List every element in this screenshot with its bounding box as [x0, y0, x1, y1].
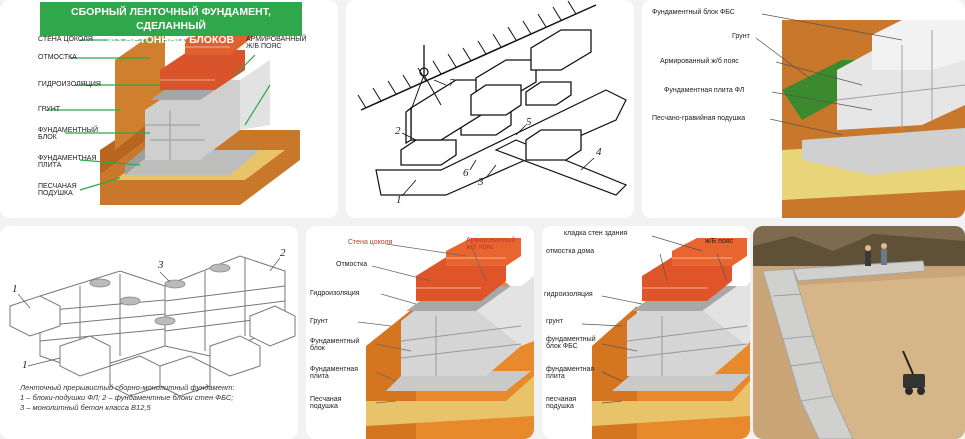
- label-block-line-2: блок ФБС: [546, 343, 578, 351]
- intermittent-foundation-drawing: [9, 255, 296, 397]
- label-block-fbs: фундаментный блок ФБС: [546, 336, 596, 351]
- label-block-line-1: ФУНДАМЕНТНЫЙ: [38, 127, 99, 134]
- caption-line-3: 3 – монолитный бетон класса В12,5: [20, 403, 151, 412]
- label-reinforced-belt: Армированный ж/б пояс: [466, 237, 515, 252]
- label-belt-line-1: Армированный: [466, 237, 516, 244]
- label-plinth-wall: Стена цоколя: [348, 239, 393, 246]
- label-blind-area: ОТМОСТКА: [38, 54, 77, 61]
- label-soil: Грунт: [732, 33, 750, 40]
- image-card-intermittent-foundation[interactable]: 1 1 2 3 Ленточный прерывистый сборно-мон…: [0, 226, 298, 439]
- drawing-number-5: 5: [526, 116, 532, 128]
- image-card-block-drawing[interactable]: 1 2 3 4 5 6 7: [346, 0, 634, 218]
- label-slab-line-1: фундаментная: [546, 366, 595, 373]
- label-soil: ГРУНТ: [38, 106, 61, 113]
- label-sand-line-1: песчаная: [546, 396, 577, 403]
- image-card-prefab-foundation[interactable]: СБОРНЫЙ ЛЕНТОЧНЫЙ ФУНДАМЕНТ, СДЕЛАННЫЙ И…: [0, 0, 338, 218]
- label-fbs-block: Фундаментный блок ФБС: [652, 9, 735, 16]
- drawing-number-3: 3: [158, 259, 164, 271]
- label-slab-line-2: плита: [546, 373, 565, 381]
- label-sand-cushion: ПЕСЧАНАЯ ПОДУШКА: [38, 183, 77, 198]
- caption-line-2: 1 – блоки-подушки ФЛ; 2 – фундаментные б…: [20, 393, 234, 402]
- label-block-line-2: БЛОК: [38, 134, 57, 142]
- label-slab-line-2: ПЛИТА: [38, 162, 62, 170]
- label-slab-line-2: плита: [310, 373, 329, 381]
- card-title-banner: СБОРНЫЙ ЛЕНТОЧНЫЙ ФУНДАМЕНТ, СДЕЛАННЫЙ И…: [40, 2, 302, 46]
- image-card-foundation-orange[interactable]: Стена цоколя Отмостка Гидроизоляция Грун…: [306, 226, 534, 439]
- drawing-caption: Ленточный прерывистый сборно-монолитный …: [20, 383, 234, 413]
- drawing-number-2: 2: [395, 125, 401, 137]
- label-block-line-2: блок: [310, 345, 325, 353]
- label-slab-fl: Фундаментная плита ФЛ: [664, 87, 745, 94]
- label-gravel-cushion: Песчано-гравийная подушка: [652, 115, 746, 122]
- label-slab: Фундаментная плита: [310, 366, 358, 381]
- drawing-number-1: 1: [396, 194, 402, 206]
- drawing-number-7: 7: [449, 77, 455, 89]
- label-sand-cushion: песчаная подушка: [546, 396, 576, 411]
- label-soil: Грунт: [310, 318, 328, 325]
- label-blind-area: отмостка дома: [546, 248, 595, 255]
- label-waterproofing: Гидроизоляция: [310, 290, 360, 297]
- label-belt-line-2: Ж/Б ПОЯС: [246, 43, 282, 51]
- label-block: ФУНДАМЕНТНЫЙ БЛОК: [38, 127, 98, 142]
- image-card-foundation-fbs-orange[interactable]: кладка стен здания отмостка дома ж/Б поя…: [542, 226, 750, 439]
- label-reinforced-belt: АРМИРОВАННЫЙ Ж/Б ПОЯС: [246, 36, 307, 51]
- label-plinth-wall: СТЕНА ЦОКОЛЯ: [38, 36, 93, 43]
- foundation-diagram-3: [755, 13, 965, 218]
- caption-line-1: Ленточный прерывистый сборно-монолитный …: [20, 383, 235, 392]
- title-line-1: СБОРНЫЙ ЛЕНТОЧНЫЙ ФУНДАМЕНТ, СДЕЛАННЫЙ: [71, 6, 271, 32]
- label-block: Фундаментный блок: [310, 338, 359, 353]
- label-sand-line-2: подушка: [310, 403, 338, 411]
- block-line-drawing: [357, 0, 628, 197]
- label-belt-line-1: АРМИРОВАННЫЙ: [246, 36, 307, 43]
- label-waterproofing: гидроизоляция: [544, 291, 593, 298]
- label-slab: ФУНДАМЕНТНАЯ ПЛИТА: [38, 155, 97, 170]
- label-sand-line-1: ПЕСЧАНАЯ: [38, 183, 77, 190]
- label-block-line-1: фундаментный: [546, 336, 596, 343]
- label-reinforced-belt: ж/Б пояс: [705, 238, 734, 245]
- foundation-diagram-6: [581, 235, 750, 439]
- image-card-fbs-foundation[interactable]: Фундаментный блок ФБС Грунт Армированный…: [642, 0, 965, 218]
- image-card-site-photo[interactable]: [753, 226, 965, 439]
- construction-site-photo: [753, 226, 965, 439]
- label-blind-area: Отмостка: [336, 261, 368, 268]
- label-block-line-1: Фундаментный: [310, 338, 360, 345]
- label-sand-line-1: Песчаная: [310, 396, 342, 403]
- label-sand-line-2: подушка: [546, 403, 574, 411]
- label-wall-masonry: кладка стен здания: [564, 230, 628, 237]
- label-sand-cushion: Песчаная подушка: [310, 396, 341, 411]
- label-reinforced-belt: Армированный ж/б пояс: [660, 58, 739, 65]
- drawing-number-1b: 1: [22, 359, 28, 371]
- label-belt-line-2: ж/б пояс: [466, 244, 494, 252]
- title-line-2: ИЗ БЕТОННЫХ БЛОКОВ: [107, 34, 235, 46]
- drawing-number-6: 6: [463, 167, 469, 179]
- label-soil: грунт: [546, 318, 563, 325]
- label-slab-line-1: ФУНДАМЕНТНАЯ: [38, 155, 97, 162]
- drawing-number-4: 4: [596, 146, 602, 158]
- label-sand-line-2: ПОДУШКА: [38, 190, 73, 198]
- drawing-number-3: 3: [478, 176, 484, 188]
- label-waterproofing: ГИДРОИЗОЛЯЦИЯ: [38, 81, 101, 88]
- drawing-number-2: 2: [280, 247, 286, 259]
- foundation-diagram-5: [357, 238, 534, 439]
- label-slab: фундаментная плита: [546, 366, 594, 381]
- label-slab-line-1: Фундаментная: [310, 366, 358, 373]
- drawing-number-1a: 1: [12, 283, 18, 295]
